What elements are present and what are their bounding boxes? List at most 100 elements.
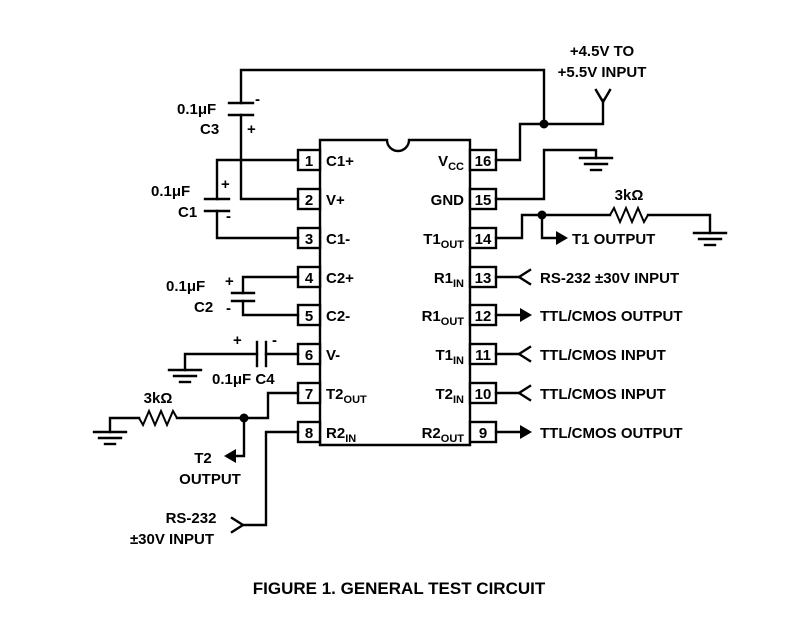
pin11-label: TTL/CMOS INPUT	[540, 347, 666, 364]
pin-7: 7 T2OUT	[296, 381, 367, 406]
pin-number: 16	[475, 153, 492, 170]
ground-icon	[167, 368, 203, 384]
input-chevron-icon	[516, 384, 532, 402]
figure-caption: FIGURE 1. GENERAL TEST CIRCUIT	[253, 579, 546, 598]
c4-minus-sign: -	[272, 332, 277, 349]
pin11-input: TTL/CMOS INPUT	[494, 345, 666, 364]
pin-number: 3	[305, 231, 313, 248]
pin-name: T2OUT	[326, 386, 367, 406]
pin-13: 13 R1IN	[434, 265, 498, 290]
c2-value: 0.1μF	[166, 278, 205, 295]
pin-name: VCC	[438, 153, 464, 173]
rs232-label-line1: RS-232	[166, 510, 217, 527]
pin-2: 2 V+	[296, 187, 345, 211]
pin10-input: TTL/CMOS INPUT	[494, 384, 666, 403]
capacitor-c4: - + 0.1μF C4	[167, 332, 300, 388]
pin-name: C1-	[326, 231, 350, 248]
c1-name: C1	[178, 204, 197, 221]
pin-6: 6 V-	[296, 342, 340, 366]
supply-label-line2: +5.5V INPUT	[558, 64, 647, 81]
pin-name: R2IN	[326, 425, 356, 445]
pin-name: V-	[326, 347, 340, 364]
pin-name: T1IN	[435, 347, 464, 367]
pin-14: 14 T1OUT	[423, 226, 498, 251]
ground-icon	[92, 430, 128, 446]
c2-minus-sign: -	[226, 300, 231, 317]
capacitor-c2: + - 0.1μF C2	[166, 273, 300, 317]
pin-number: 7	[305, 386, 313, 403]
pin-name: T1OUT	[423, 231, 464, 251]
left-pins: 1 C1+ 2 V+ 3 C1- 4 C2+ 5 C2- 6 V-	[296, 148, 367, 445]
pin-name: C2-	[326, 308, 350, 325]
t2-out-wiring: T2 OUTPUT 3kΩ	[92, 390, 300, 488]
pin-9: 9 R2OUT	[422, 420, 498, 445]
resistor-r-t2: 3kΩ	[138, 390, 178, 428]
pin-number: 4	[305, 270, 314, 287]
c3-value: 0.1μF	[177, 101, 216, 118]
ground-icon	[692, 231, 728, 247]
c1-plus-sign: +	[221, 176, 230, 193]
pin-15: 15 GND	[431, 187, 498, 211]
c3-plus-sign: +	[247, 121, 256, 138]
gnd-wiring	[494, 148, 614, 201]
pin-number: 6	[305, 347, 313, 364]
pin-name: R1OUT	[422, 308, 465, 328]
pin-3: 3 C1-	[296, 226, 350, 250]
pin-name: C2+	[326, 270, 354, 287]
pin-number: 1	[305, 153, 313, 170]
pin-name: R1IN	[434, 270, 464, 290]
c4-label: 0.1μF C4	[212, 371, 275, 388]
pin-number: 10	[475, 386, 492, 403]
pin12-label: TTL/CMOS OUTPUT	[540, 308, 683, 325]
ground-icon	[578, 156, 614, 172]
rs232-label-line2: ±30V INPUT	[130, 531, 214, 548]
pin-number: 14	[475, 231, 492, 248]
pin-11: 11 T1IN	[435, 342, 498, 367]
c3-minus-sign: -	[255, 91, 260, 108]
supply-input-icon	[594, 88, 612, 105]
pin-number: 8	[305, 425, 313, 442]
capacitor-c1: + - 0.1μF C1	[151, 158, 300, 240]
pin-name: V+	[326, 192, 345, 209]
pin10-label: TTL/CMOS INPUT	[540, 386, 666, 403]
output-arrow-icon	[520, 308, 532, 322]
pin-4: 4 C2+	[296, 265, 354, 289]
pin12-output: TTL/CMOS OUTPUT	[494, 308, 683, 325]
capacitor-c3: - + 0.1μF C3	[177, 91, 300, 201]
supply-label-line1: +4.5V TO	[570, 43, 635, 60]
r2-in-wiring: RS-232 ±30V INPUT	[130, 430, 300, 548]
pin-name: R2OUT	[422, 425, 465, 445]
pin-number: 12	[475, 308, 492, 325]
pin-name: T2IN	[435, 386, 464, 406]
pin-number: 9	[479, 425, 487, 442]
c2-plus-sign: +	[225, 273, 234, 290]
t2-output-label-line2: OUTPUT	[179, 471, 241, 488]
pin9-label: TTL/CMOS OUTPUT	[540, 425, 683, 442]
ic-body	[318, 138, 472, 447]
output-arrow-icon	[520, 425, 532, 439]
t2-output-label-line1: T2	[194, 450, 212, 467]
input-chevron-icon	[516, 268, 532, 286]
input-chevron-icon	[230, 516, 246, 534]
output-arrow-icon	[224, 449, 236, 463]
t1-output-label: T1 OUTPUT	[572, 231, 655, 248]
r-t2-value: 3kΩ	[144, 390, 173, 407]
t1-out-wiring: T1 OUTPUT 3kΩ	[494, 187, 728, 248]
r-t1-value: 3kΩ	[615, 187, 644, 204]
pin-name: C1+	[326, 153, 354, 170]
junction-dot	[539, 119, 549, 129]
pin-number: 2	[305, 192, 313, 209]
pin-name: GND	[431, 192, 465, 209]
output-arrow-icon	[556, 231, 568, 245]
c3-name: C3	[200, 121, 219, 138]
pin-10: 10 T2IN	[435, 381, 498, 406]
pin-number: 13	[475, 270, 492, 287]
pin-number: 5	[305, 308, 313, 325]
c2-name: C2	[194, 299, 213, 316]
vcc-wiring: +4.5V TO +5.5V INPUT	[239, 43, 647, 162]
pin9-output: TTL/CMOS OUTPUT	[494, 425, 683, 442]
pin-number: 11	[475, 347, 491, 364]
resistor-r-t1: 3kΩ	[609, 187, 649, 225]
